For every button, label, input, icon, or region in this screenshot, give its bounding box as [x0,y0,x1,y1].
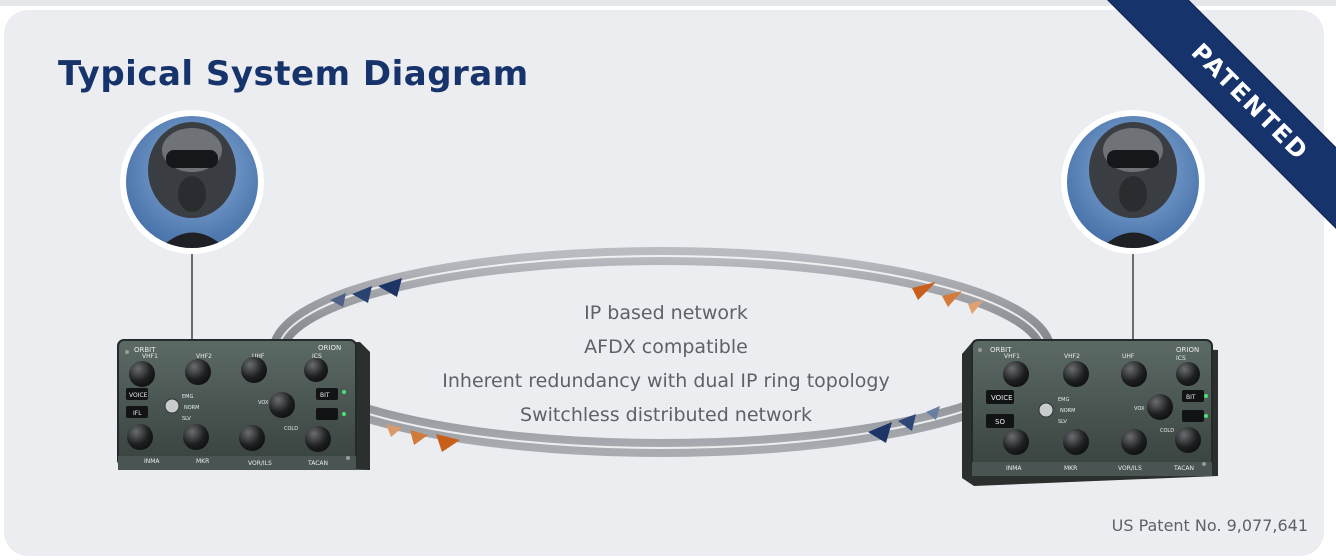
mode-switch [164,398,180,414]
panel-label-vhf2: VHF2 [196,353,212,360]
panel-screw [1202,462,1206,466]
status-led [342,390,346,394]
bit-button [316,388,338,400]
ifl-button-label: IFL [133,410,142,417]
volume-knob [1063,361,1089,387]
panel-model: ORION [1176,346,1199,354]
panel-label-tacan: TACAN [307,460,328,467]
mode-switch [1038,402,1054,418]
ring-arrows-blue-bottom [868,406,940,443]
panel-brand: ORBIT [134,346,156,354]
panel-label-vor-ils: VOR/ILS [248,460,272,467]
bit-button-label: BIT [1186,394,1196,401]
panel-screw [125,350,129,354]
page-title: Typical System Diagram [58,54,529,94]
knob-label-cold: COLD [1160,428,1174,434]
feature-line: AFDX compatible [584,336,748,358]
panel-label-mkr: MKR [1064,465,1077,472]
knob-label-vox: VOX [258,400,269,406]
so-button-label: SO [995,418,1005,426]
switch-label-slv: SLV [1058,419,1067,425]
panel-label-vhf1: VHF1 [1004,353,1020,360]
panel-screw [978,348,982,352]
patented-banner: PATENTED [1095,0,1336,257]
feature-line: IP based network [584,302,748,324]
switch-label-norm: NORM [184,405,199,411]
volume-knob [304,358,328,382]
blank-button [1182,410,1204,422]
patent-number: US Patent No. 9,077,641 [1111,516,1308,535]
panel-label-ics: ICS [1176,355,1186,362]
volume-knob [183,424,209,450]
panel-brand: ORBIT [990,346,1012,354]
panel-model: ORION [318,344,341,352]
status-led [342,412,346,416]
panel-label-inma: INMA [144,458,160,465]
voice-button-label: VOICE [129,392,148,399]
bit-button-label: BIT [320,392,330,399]
control-panel-right: ORBIT ORION VHF1 VHF2 UHF ICS INMA MKR V… [962,339,1218,486]
ifl-button [126,406,148,418]
bit-button [1182,390,1204,402]
voice-button [986,390,1014,404]
top-border [0,0,1336,6]
ring-arrows-orange-top [912,282,984,314]
volume-knob [239,425,265,451]
knob-label-vox: VOX [1134,406,1145,412]
panel-label-ics: ICS [312,353,322,360]
volume-knob [1121,361,1147,387]
control-panel-left: ORBIT ORION VHF1 VHF2 UHF ICS INMA MKR V… [117,339,370,470]
feature-line: Inherent redundancy with dual IP ring to… [442,370,890,392]
switch-label-emg: EMG [182,394,193,400]
panel-label-uhf: UHF [252,353,265,360]
pilot-avatar-right [1061,110,1205,254]
volume-knob [185,359,211,385]
volume-knob [1063,429,1089,455]
volume-knob [1121,429,1147,455]
panel-screw [346,456,350,460]
volume-knob [305,426,331,452]
volume-knob [1176,362,1200,386]
panel-label-uhf: UHF [1122,353,1135,360]
panel-label-mkr: MKR [196,458,209,465]
voice-button-label: VOICE [991,394,1013,402]
vox-knob [1147,394,1173,420]
knob-label-cold: COLD [284,426,298,432]
switch-label-norm: NORM [1060,408,1075,414]
volume-knob [241,357,267,383]
switch-label-slv: SLV [182,416,191,422]
volume-knob [1175,427,1201,453]
patented-label: PATENTED [1185,37,1315,167]
blank-button [316,408,338,420]
network-features: IP based network AFDX compatible Inheren… [416,296,916,432]
patented-ribbon: PATENTED [1000,0,1336,260]
so-button [986,414,1014,428]
ring-arrows-blue-top [330,278,402,307]
panel-label-vhf1: VHF1 [142,353,158,360]
voice-button [126,388,148,400]
panel-label-vhf2: VHF2 [1064,353,1080,360]
volume-knob [129,361,155,387]
pilot-avatar-left [120,110,264,254]
switch-label-emg: EMG [1058,397,1069,403]
vox-knob [269,392,295,418]
panel-label-vor-ils: VOR/ILS [1118,465,1142,472]
status-led [1204,394,1208,398]
ring-arrows-orange-bottom [386,424,460,452]
volume-knob [1003,361,1029,387]
volume-knob [127,424,153,450]
panel-label-inma: INMA [1006,465,1022,472]
panel-label-tacan: TACAN [1173,465,1194,472]
feature-line: Switchless distributed network [520,404,812,426]
volume-knob [1003,429,1029,455]
status-led [1204,414,1208,418]
